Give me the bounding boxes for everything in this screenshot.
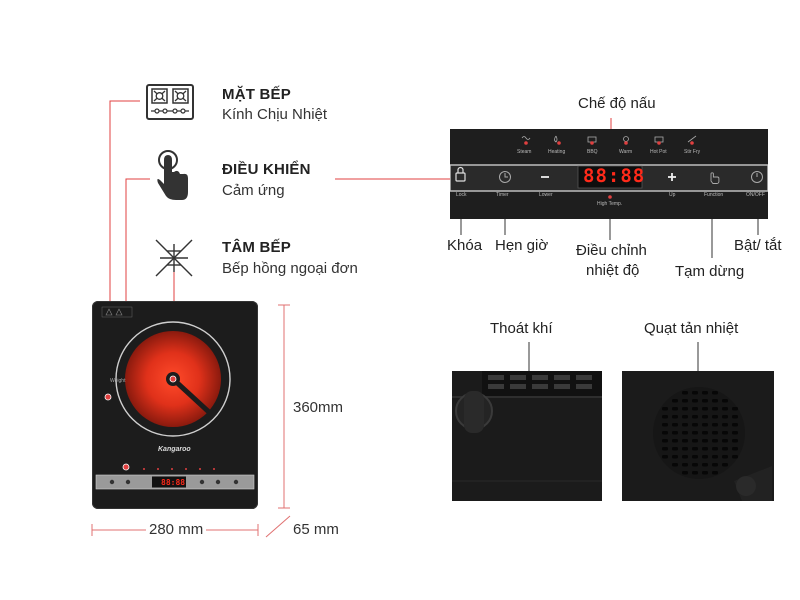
callout-fan: Quạt tản nhiệt — [644, 320, 739, 337]
mode-bbq: BBQ — [587, 149, 598, 155]
mode-heating: Heating — [548, 149, 566, 155]
gas-stove-icon — [146, 84, 194, 120]
fan-photo — [622, 371, 774, 501]
mini-display: 88:88 — [161, 478, 186, 487]
callout-lock: Khóa — [447, 237, 483, 254]
label-lock: Lock — [456, 192, 467, 198]
feature-title-burner: TÂM BẾP — [222, 239, 291, 256]
label-onoff: ON/OFF — [746, 192, 765, 198]
callout-cooking-mode: Chế độ nấu — [578, 95, 656, 112]
callout-exhaust: Thoát khí — [490, 320, 553, 337]
mode-steam: Steam — [517, 149, 532, 155]
cooktop-product: Kangaroo Weight 88:88 — [92, 301, 258, 509]
feature-subtitle-control: Cảm ứng — [222, 182, 285, 199]
dimension-height: 360mm — [293, 399, 344, 416]
dimension-width: 280 mm — [146, 521, 207, 538]
mode-stirfry: Stir Fry — [684, 149, 701, 155]
callout-pause: Tạm dừng — [675, 263, 745, 280]
label-lower: Lower — [539, 192, 553, 198]
callout-adjust-line2: nhiệt độ — [586, 262, 640, 279]
feature-subtitle-burner: Bếp hồng ngoại đơn — [222, 260, 358, 277]
brand-logo: Kangaroo — [158, 446, 191, 453]
feature-title-control: ĐIỀU KHIỂN — [222, 161, 311, 178]
callout-power: Bật/ tắt — [734, 237, 782, 254]
side-label: Weight — [110, 378, 126, 384]
dimension-depth: 65 mm — [293, 521, 339, 538]
mode-hotpot: Hot Pot — [650, 149, 667, 155]
label-function: Function — [704, 192, 724, 198]
label-up: Up — [669, 192, 676, 198]
mode-warm: Warm — [619, 149, 633, 155]
feature-title-surface: MẶT BẾP — [222, 86, 291, 103]
label-timer: Timer — [496, 192, 509, 198]
touch-hand-icon — [152, 150, 192, 202]
panel-display: 88:88 — [583, 165, 646, 187]
feature-subtitle-surface: Kính Chịu Nhiệt — [222, 106, 328, 123]
heat-burst-icon — [154, 238, 194, 278]
exhaust-photo — [452, 371, 602, 501]
callout-timer: Hẹn giờ — [495, 237, 549, 254]
panel-graphics — [450, 135, 768, 199]
label-high-temp: High Temp. — [597, 201, 623, 207]
callout-adjust-line1: Điều chỉnh — [576, 242, 647, 259]
control-panel: Steam Heating BBQ Warm Hot Pot Stir Fry … — [450, 129, 768, 219]
